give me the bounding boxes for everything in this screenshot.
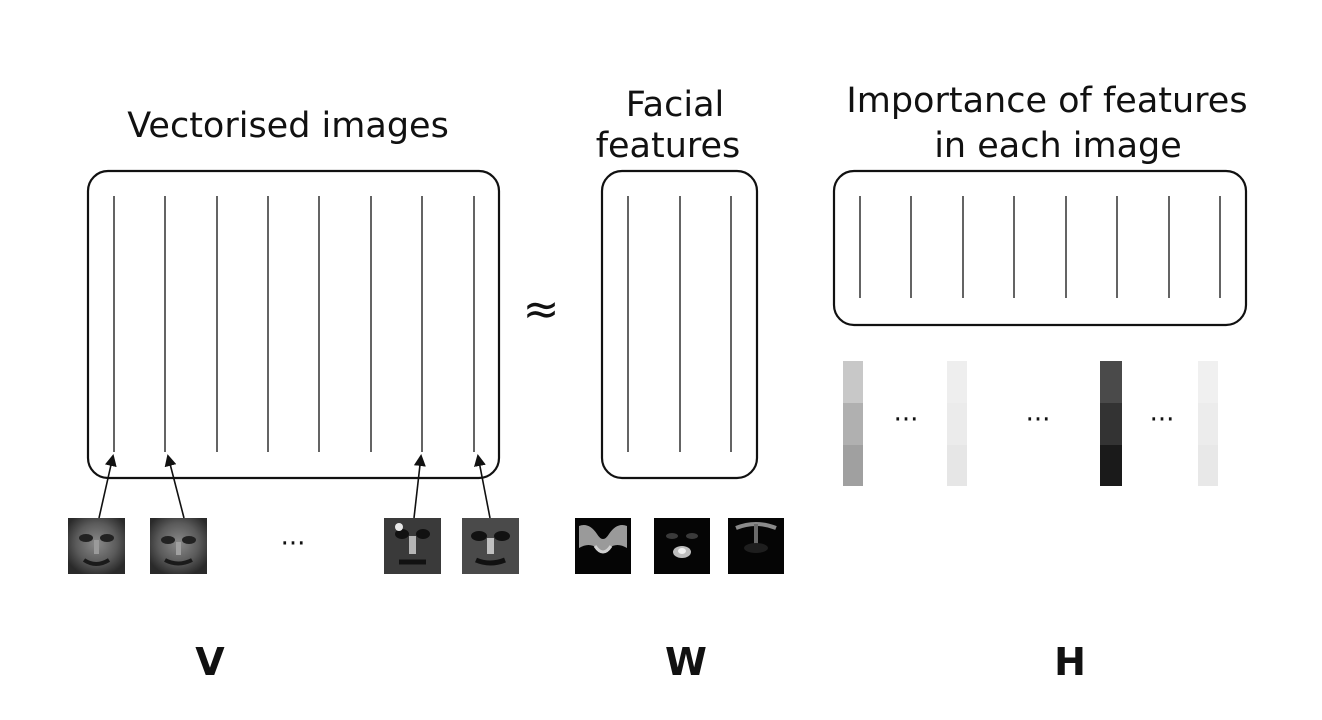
h-ellipsis: ··· <box>894 405 919 435</box>
h-matrix-frame <box>832 169 1248 327</box>
arrow-to-v-column <box>164 454 185 519</box>
h-bar-cell <box>1198 361 1218 403</box>
h-bar-cell <box>1198 403 1218 445</box>
h-title-line2: in each image <box>934 126 1182 166</box>
v-matrix <box>86 169 501 480</box>
arrow-to-v-column <box>98 454 117 519</box>
face-thumbnail-icon <box>150 518 207 574</box>
v-title: Vectorised images <box>127 106 449 146</box>
h-bar-cell <box>947 361 967 403</box>
h-ellipsis: ··· <box>1026 405 1051 435</box>
w-title-line1: Facial <box>626 85 725 125</box>
h-matrix <box>832 169 1248 327</box>
v-matrix-frame <box>86 169 501 480</box>
h-bar-cell <box>947 403 967 445</box>
v-matrix-label: V <box>195 640 225 684</box>
h-bar-cell <box>843 403 863 445</box>
feature-thumbnail-icon <box>575 518 631 574</box>
h-bar-cell <box>843 445 863 486</box>
v-thumbnail-ellipsis: ··· <box>281 529 306 559</box>
w-title-line2: features <box>596 126 741 166</box>
h-coefficient-bar <box>1100 361 1122 486</box>
w-matrix-frame <box>600 169 759 480</box>
h-bar-cell <box>1198 445 1218 486</box>
face-thumbnail-icon <box>462 518 519 574</box>
h-bar-cell <box>843 361 863 403</box>
h-coefficient-bar <box>947 361 967 486</box>
face-thumbnail-icon <box>384 518 441 574</box>
arrow-to-v-column <box>413 454 426 519</box>
arrow-to-v-column <box>474 454 491 519</box>
w-matrix-label: W <box>665 640 707 684</box>
h-bar-cell <box>1100 445 1122 486</box>
h-coefficient-bar <box>1198 361 1218 486</box>
h-bar-cell <box>1100 361 1122 403</box>
h-title-line1: Importance of features <box>846 81 1247 121</box>
approx-symbol: ≈ <box>523 284 560 335</box>
feature-thumbnail-icon <box>654 518 710 574</box>
w-matrix <box>600 169 759 480</box>
face-thumbnail-icon <box>68 518 125 574</box>
h-matrix-label: H <box>1054 640 1086 684</box>
h-bar-cell <box>1100 403 1122 445</box>
h-bar-cell <box>947 445 967 486</box>
feature-thumbnail-icon <box>728 518 784 574</box>
h-ellipsis: ··· <box>1150 405 1175 435</box>
h-coefficient-bar <box>843 361 863 486</box>
